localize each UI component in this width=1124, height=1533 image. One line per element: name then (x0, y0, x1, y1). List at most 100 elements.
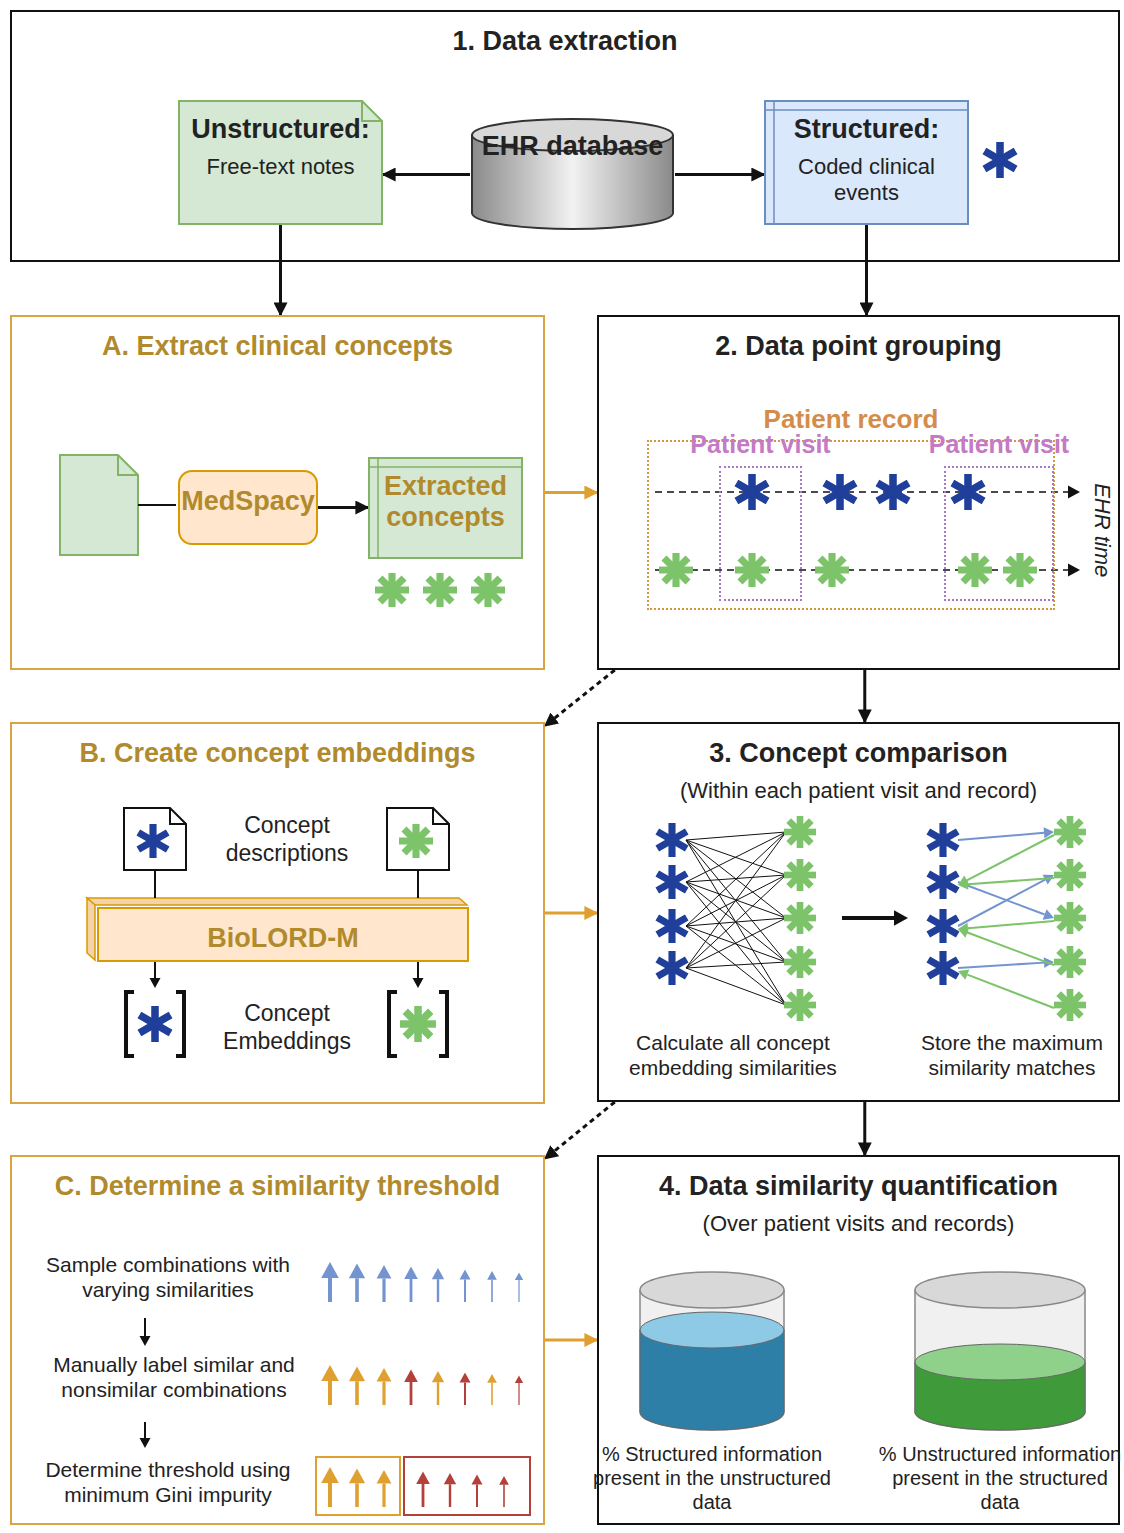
asterisk-stroke (657, 918, 686, 935)
arrow-shaft (464, 1383, 466, 1406)
caption-label: Concept descriptions (202, 812, 372, 867)
arrow-shaft (655, 569, 1068, 571)
asterisk-stroke (736, 483, 767, 501)
asterisk-stroke (928, 918, 957, 935)
arrow-head (321, 1467, 339, 1483)
node-heading: 3. Concept comparison (599, 738, 1118, 769)
asterisk-symbol (657, 865, 686, 899)
step-caption: Sample combinations with varying similar… (23, 1252, 313, 1302)
arrow-shaft (968, 878, 1054, 884)
leader-line (686, 918, 786, 968)
notes-document: Unstructured:Free-text notes (178, 100, 383, 225)
cylinder-fill-top (640, 1312, 784, 1348)
asterisk-stroke (1059, 994, 1082, 1017)
step-caption: Determine threshold using minimum Gini i… (21, 1457, 316, 1507)
asterisk-stroke (657, 832, 686, 849)
cylinder-top (640, 1272, 784, 1308)
asterisk-stroke (664, 558, 688, 582)
asterisk-stroke (657, 960, 686, 977)
asterisk-symbol (877, 474, 908, 510)
document-icon (387, 808, 449, 870)
arrow-head (404, 1267, 418, 1279)
document-icon (124, 808, 186, 870)
asterisk-stroke (789, 951, 812, 974)
document-fold (433, 808, 449, 824)
asterisk-symbol (958, 553, 992, 587)
document-rule (377, 458, 379, 558)
asterisk-stroke (928, 832, 957, 849)
arrow-shaft (958, 963, 1044, 968)
cylinder-body (915, 1290, 1085, 1430)
leader-line (686, 832, 786, 968)
arrow-head (487, 1374, 497, 1383)
node-heading: 2. Data point grouping (599, 331, 1118, 362)
arrow-shaft (958, 880, 1045, 926)
arrow-head (958, 879, 968, 890)
cylinder-top (915, 1272, 1085, 1308)
arrow-head (894, 910, 908, 925)
asterisk-stroke (928, 960, 957, 977)
asterisk-stroke (404, 829, 428, 853)
asterisk-symbol (784, 989, 816, 1021)
asterisk-stroke (138, 833, 167, 850)
patient-visit-region: Patient visit (944, 466, 1054, 601)
result-caption: % Unstructured information present in th… (875, 1442, 1124, 1514)
asterisk-stroke (428, 578, 452, 602)
arrow-shaft (328, 1483, 332, 1507)
node-heading: Structured: (764, 114, 969, 145)
document-rule (369, 466, 522, 468)
asterisk-symbol (928, 823, 957, 857)
asterisk-symbol (736, 474, 767, 510)
arrow-shaft (382, 1484, 385, 1507)
asterisk-stroke (139, 1015, 170, 1033)
arrow-head (1043, 909, 1054, 919)
asterisk-stroke (824, 483, 855, 501)
arrow-head (487, 1271, 497, 1280)
arrow-head (150, 978, 161, 988)
arrow-head (321, 1262, 339, 1278)
flow-connector (675, 173, 764, 176)
node-heading: A. Extract clinical concepts (12, 331, 543, 362)
arrow-shaft (967, 933, 1054, 965)
node-heading: C. Determine a similarity threshold (12, 1171, 543, 1202)
node-heading: Unstructured: (178, 114, 383, 145)
node-body: (Over patient visits and records) (599, 1211, 1118, 1237)
asterisk-stroke (138, 833, 167, 850)
bar-bevel (87, 898, 95, 960)
asterisk-stroke (928, 918, 957, 935)
leader-line (686, 926, 786, 1005)
arrow-head (1068, 485, 1080, 498)
arrow-head (958, 969, 969, 979)
arrow-head (377, 1470, 392, 1484)
arrow-head (416, 1472, 430, 1484)
asterisk-symbol (824, 474, 855, 510)
asterisk-stroke (820, 558, 844, 582)
arrow-shaft (518, 1383, 519, 1405)
node-heading: BioLORD-M (99, 923, 467, 954)
flow-connector (863, 670, 866, 722)
asterisk-symbol (784, 816, 816, 848)
asterisk-stroke (963, 558, 987, 582)
arrow-head (404, 1370, 418, 1382)
flow-connector (383, 173, 470, 176)
node-heading: Patient visit (651, 430, 871, 645)
grouping-panel: 2. Data point groupingPatient recordPati… (597, 315, 1120, 670)
asterisk-stroke (740, 558, 764, 582)
asterisk-symbol (657, 951, 686, 985)
arrow-shaft (355, 1381, 359, 1405)
arrow-head (460, 1270, 471, 1280)
asterisk-symbol (1054, 816, 1086, 848)
asterisk-stroke (380, 578, 404, 602)
arrow-head (444, 1473, 456, 1484)
arrow-shaft (144, 1422, 146, 1438)
node-heading: 4. Data similarity quantification (599, 1171, 1118, 1202)
node-heading: Patient visit (889, 430, 1109, 645)
asterisk-symbol (375, 573, 409, 607)
leader-line (686, 926, 786, 962)
document-outline (369, 458, 522, 558)
result-caption: % Structured information present in the … (590, 1442, 835, 1514)
bracket (176, 992, 184, 1056)
leader-line (686, 840, 786, 1005)
asterisk-stroke (476, 578, 500, 602)
leader-line (686, 968, 786, 1005)
